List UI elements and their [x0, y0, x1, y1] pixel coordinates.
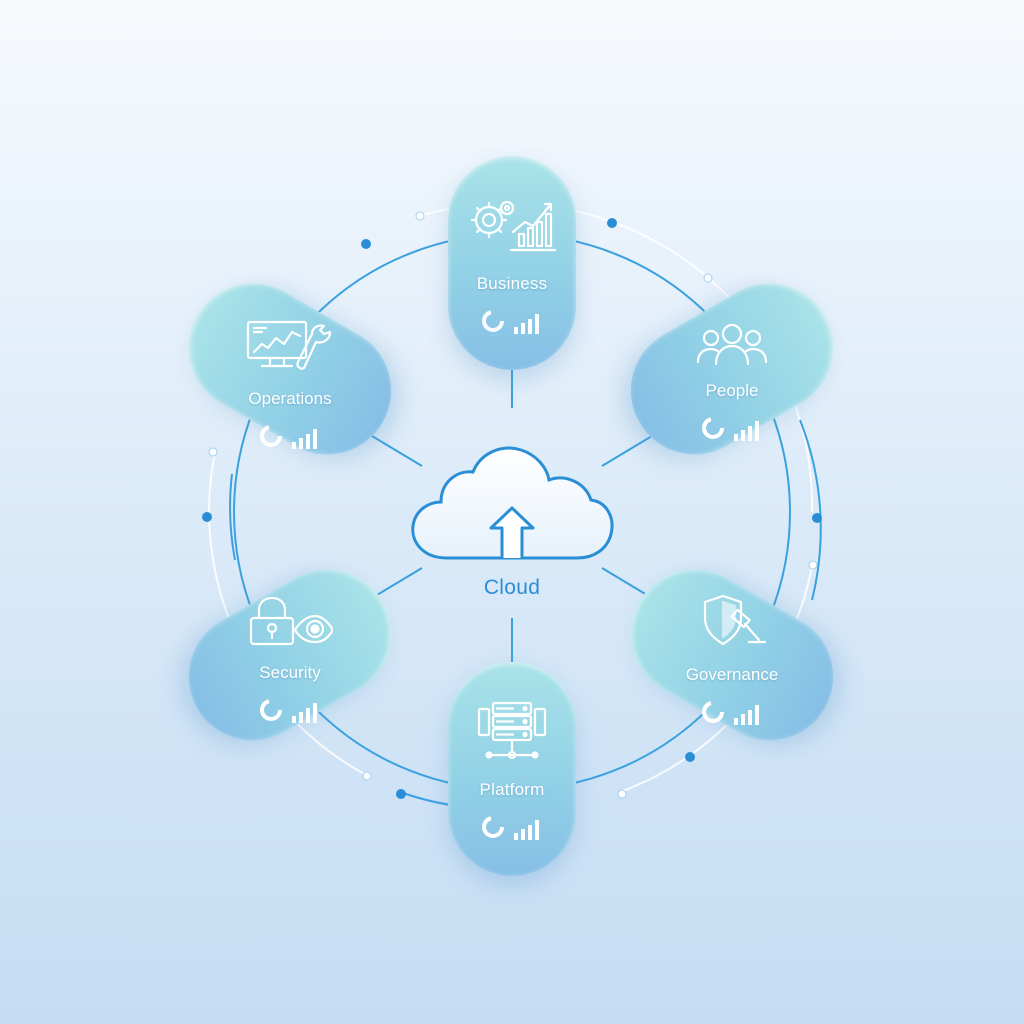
- donut-chart-icon: [702, 417, 724, 439]
- signal-bars-icon: [734, 705, 759, 725]
- orbit-dot: [703, 273, 713, 283]
- spoke-line: [601, 435, 653, 467]
- metrics-row: [700, 415, 764, 441]
- node-governance-content: Governance: [668, 548, 796, 762]
- metrics-row: [480, 308, 544, 334]
- donut-chart-icon: [702, 701, 724, 723]
- orbit-dot: [396, 789, 406, 799]
- orbit-dot: [415, 211, 425, 221]
- signal-bars-icon: [514, 820, 539, 840]
- donut-chart-icon: [260, 425, 282, 447]
- center-cloud[interactable]: Cloud: [402, 440, 622, 610]
- orbit-dot: [685, 752, 695, 762]
- gears-growth-chart-icon: [466, 194, 558, 258]
- outer-arc: [799, 419, 822, 601]
- node-security-content: Security: [226, 548, 354, 762]
- outer-arc: [229, 473, 236, 561]
- padlock-eye-icon: [247, 596, 335, 651]
- node-governance-label: Governance: [685, 665, 779, 684]
- node-operations-content: Operations: [226, 262, 354, 476]
- node-platform[interactable]: Platform: [448, 662, 576, 876]
- node-business[interactable]: Business: [448, 156, 576, 370]
- cloud-upload-icon: [411, 446, 614, 560]
- metrics-row: [258, 697, 322, 723]
- donut-chart-icon: [260, 699, 282, 721]
- orbit-dot: [208, 447, 218, 457]
- signal-bars-icon: [292, 429, 317, 449]
- node-people-label: People: [705, 381, 759, 400]
- orbit-dot: [812, 513, 822, 523]
- metrics-row: [480, 814, 544, 840]
- orbit-dot: [808, 560, 818, 570]
- metrics-row: [700, 699, 764, 725]
- spoke-line: [371, 567, 423, 599]
- spoke-line: [371, 435, 423, 467]
- signal-bars-icon: [514, 314, 539, 334]
- server-network-icon: [466, 700, 558, 764]
- node-people-content: People: [668, 262, 796, 476]
- shield-gavel-icon: [697, 592, 767, 653]
- orbit-dot: [202, 512, 212, 522]
- center-label: Cloud: [483, 576, 541, 599]
- signal-bars-icon: [734, 421, 759, 441]
- orbit-dot: [617, 789, 627, 799]
- monitor-wrench-icon: [244, 318, 336, 379]
- node-platform-label: Platform: [479, 780, 545, 799]
- node-security-label: Security: [259, 663, 321, 682]
- metrics-row: [258, 423, 322, 449]
- donut-chart-icon: [482, 310, 504, 332]
- signal-bars-icon: [292, 703, 317, 723]
- orbit-dot: [361, 239, 371, 249]
- people-group-icon: [694, 322, 770, 371]
- orbit-dot: [607, 218, 617, 228]
- node-operations-label: Operations: [248, 389, 332, 408]
- donut-chart-icon: [482, 816, 504, 838]
- node-business-label: Business: [476, 274, 548, 293]
- orbit-dot: [362, 771, 372, 781]
